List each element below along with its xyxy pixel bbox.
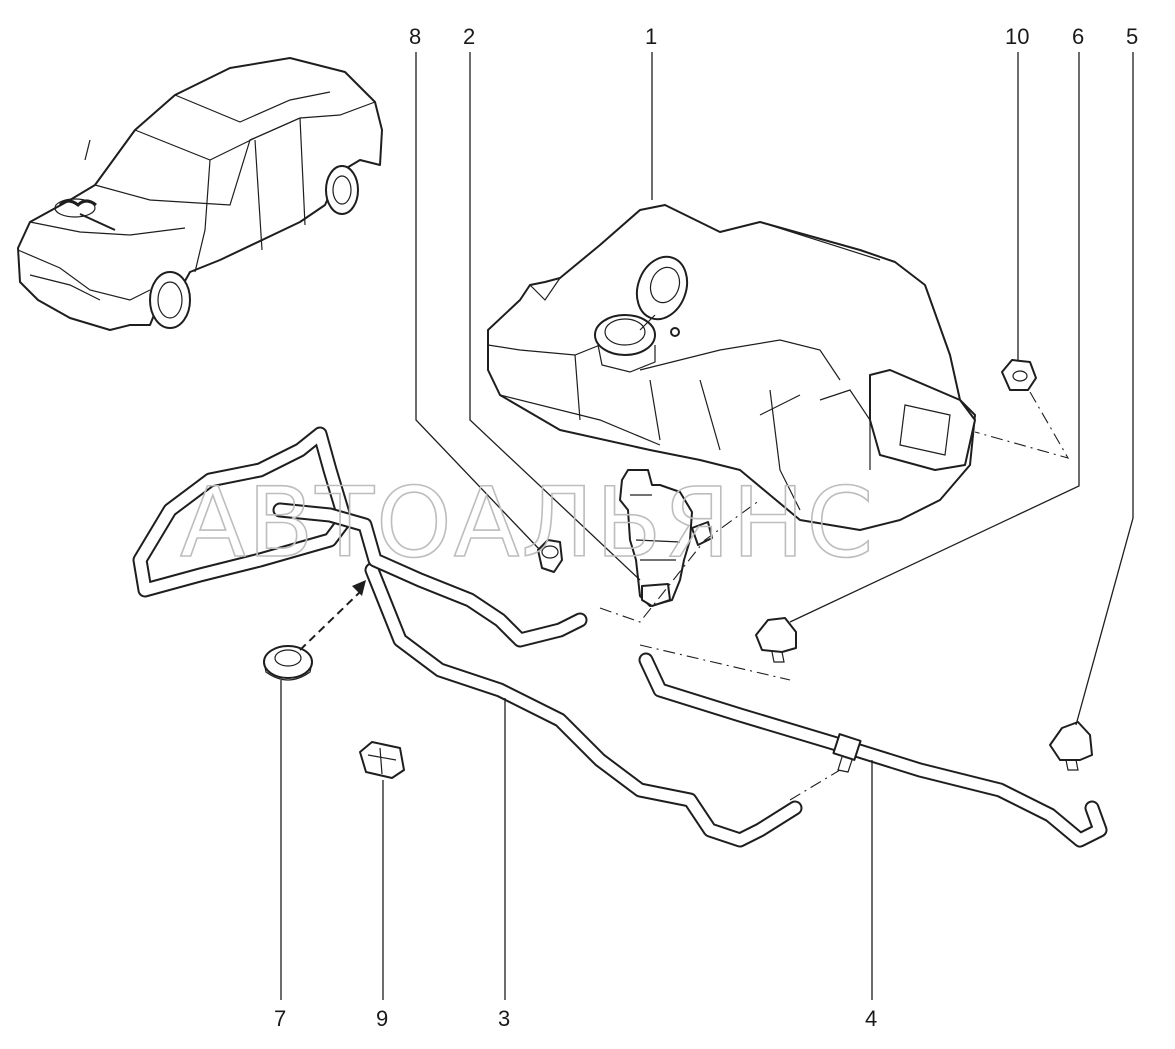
pump-grommet (537, 539, 563, 573)
callout-8: 8 (409, 24, 421, 49)
callout-4: 4 (865, 1006, 877, 1031)
leader-lines (280, 52, 1134, 1000)
hose-clip (359, 741, 405, 779)
washer-jet-right (1049, 721, 1093, 771)
callout-10: 10 (1005, 24, 1029, 49)
washer-jet-left (755, 617, 797, 663)
washer-pump (619, 469, 713, 607)
clip-nut (1001, 359, 1037, 391)
watermark: АВТОАЛЬЯНС (180, 467, 875, 579)
hose-front (638, 652, 1108, 848)
hood-grommet (263, 645, 313, 681)
callout-labels: 1 2 3 4 5 6 7 8 9 10 (274, 24, 1138, 1031)
callout-1: 1 (645, 24, 657, 49)
callout-6: 6 (1072, 24, 1084, 49)
car-overview (17, 57, 383, 331)
callout-9: 9 (376, 1006, 388, 1031)
arrow-head-icon (352, 580, 366, 596)
callout-3: 3 (498, 1006, 510, 1031)
hose-rear (132, 426, 803, 848)
washer-reservoir (487, 204, 976, 531)
callout-2: 2 (463, 24, 475, 49)
assembly-lines (299, 391, 1070, 801)
callout-7: 7 (274, 1006, 286, 1031)
callout-5: 5 (1126, 24, 1138, 49)
